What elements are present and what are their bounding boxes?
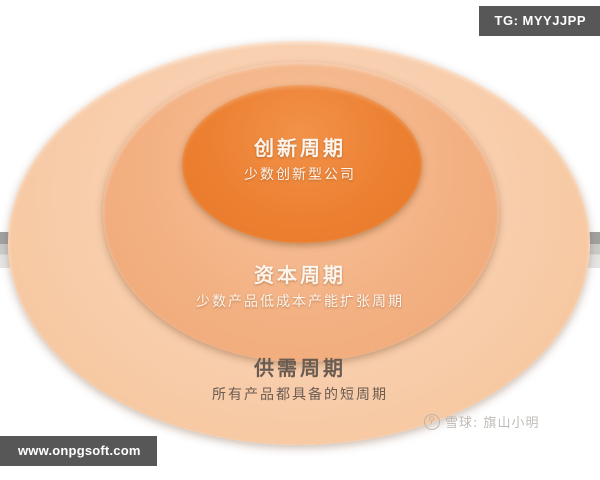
ring-inner-innovation [182, 85, 422, 243]
telegram-watermark: TG: MYYJJPP [478, 6, 600, 36]
xueqiu-watermark-label: 雪球: 旗山小明 [445, 416, 540, 431]
website-watermark: www.onpgsoft.com [0, 436, 157, 466]
xueqiu-watermark: ⚲ 雪球: 旗山小明 [424, 412, 540, 431]
xueqiu-logo-icon: ⚲ [424, 413, 440, 430]
